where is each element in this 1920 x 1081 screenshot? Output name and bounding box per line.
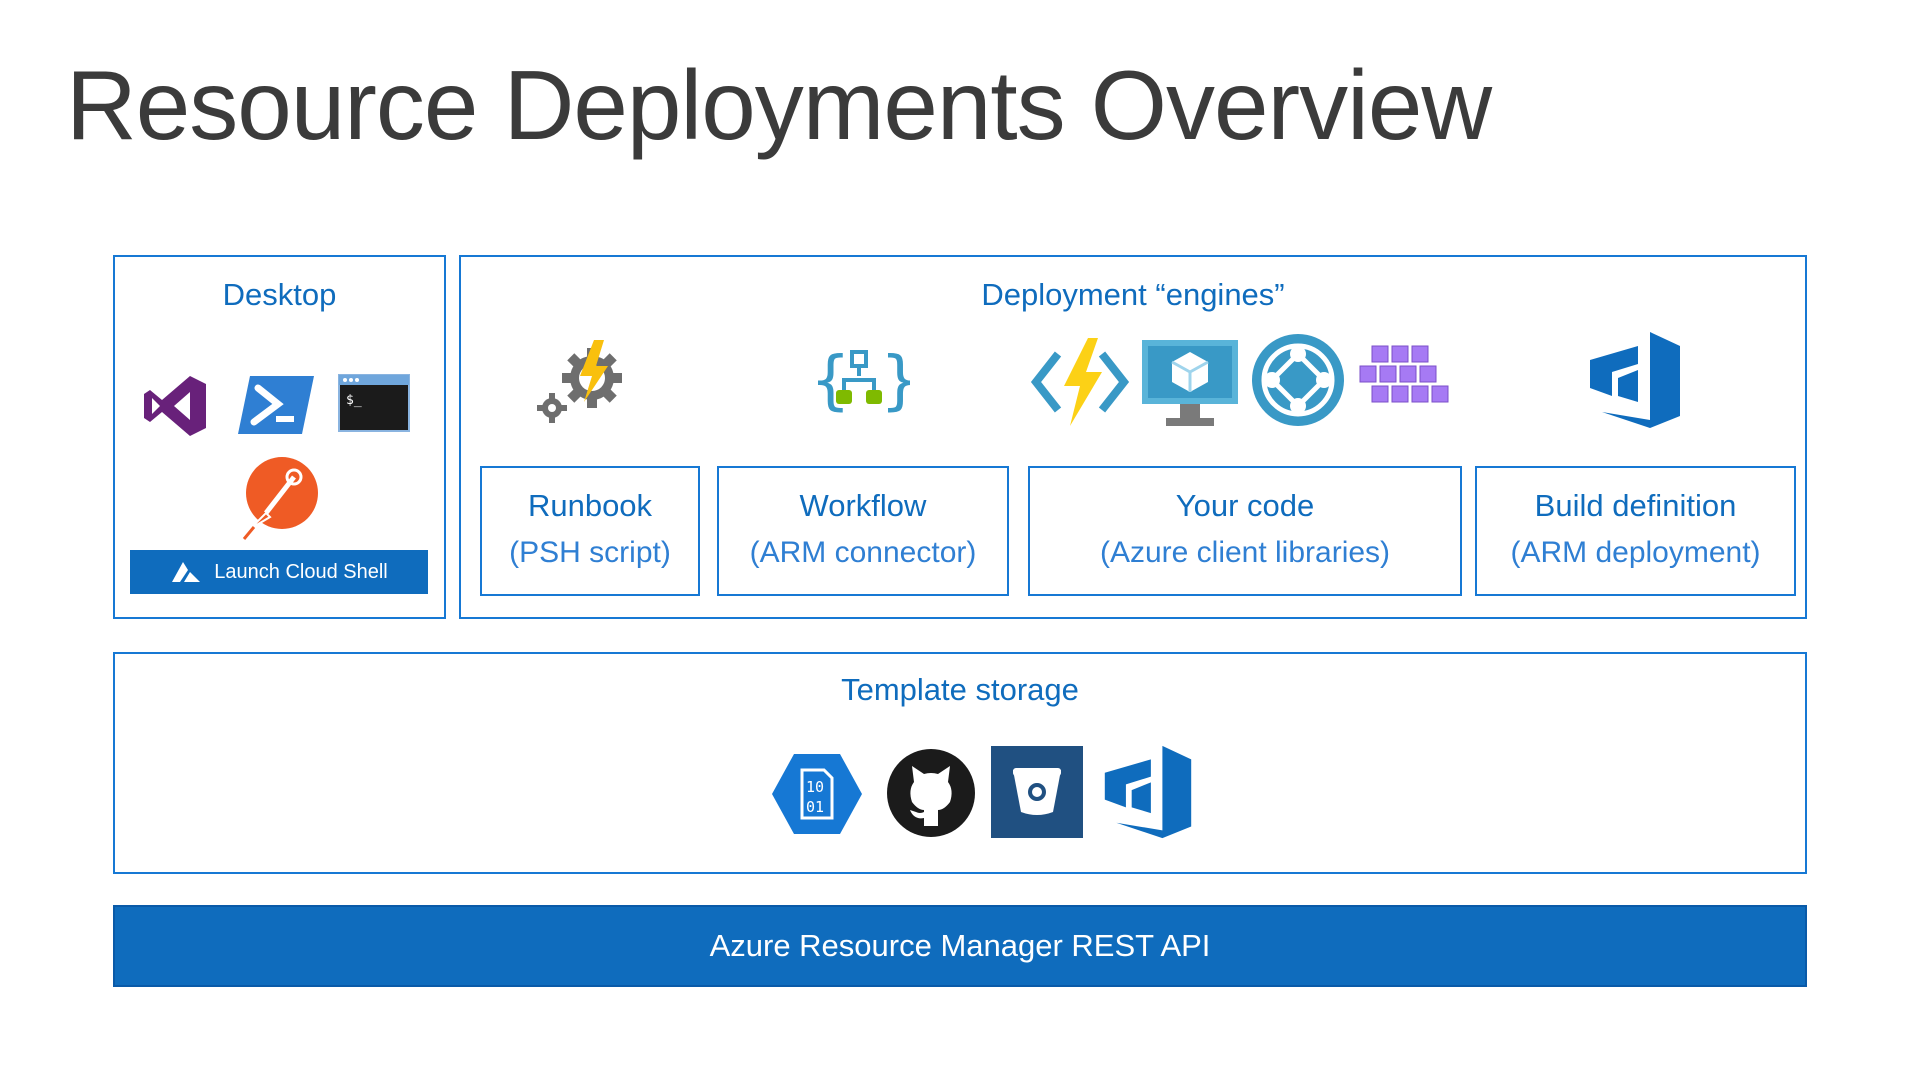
page-title: Resource Deployments Overview	[66, 50, 1492, 160]
engines-heading: Deployment “engines”	[981, 277, 1285, 312]
build-definition-name: Build definition	[1534, 488, 1737, 523]
powershell-icon[interactable]	[236, 374, 316, 436]
github-icon[interactable]	[886, 748, 976, 838]
azure-devops-icon[interactable]	[1588, 330, 1682, 430]
svg-text:10: 10	[806, 778, 824, 796]
your-code-card[interactable]: Your code (Azure client libraries)	[1028, 466, 1462, 596]
deployment-engines-panel: Deployment “engines”	[459, 255, 1807, 619]
runbook-sub: (PSH script)	[509, 536, 671, 569]
runbook-card[interactable]: Runbook (PSH script)	[480, 466, 700, 596]
build-definition-card[interactable]: Build definition (ARM deployment)	[1475, 466, 1796, 596]
workflow-card[interactable]: Workflow (ARM connector)	[717, 466, 1009, 596]
visual-studio-icon[interactable]	[142, 372, 210, 440]
arm-rest-api-bar: Azure Resource Manager REST API	[113, 905, 1807, 987]
desktop-heading: Desktop	[222, 277, 337, 312]
postman-icon[interactable]	[236, 455, 322, 541]
runbook-name: Runbook	[527, 488, 653, 523]
workflow-sub: (ARM connector)	[749, 536, 977, 569]
svg-text:}: }	[880, 344, 910, 418]
bitbucket-icon[interactable]	[991, 746, 1083, 838]
your-code-sub: (Azure client libraries)	[1099, 536, 1391, 569]
azure-functions-icon[interactable]	[1030, 336, 1130, 428]
desktop-panel: Desktop	[113, 255, 446, 619]
svg-text:01: 01	[806, 798, 824, 816]
virtual-machine-icon[interactable]	[1140, 338, 1240, 430]
launch-cloud-shell-button[interactable]: Launch Cloud Shell	[130, 550, 428, 594]
service-fabric-icon[interactable]	[1250, 332, 1346, 428]
azure-devops-icon[interactable]	[1102, 744, 1194, 840]
svg-text:$_: $_	[346, 393, 362, 408]
your-code-name: Your code	[1175, 488, 1315, 523]
terminal-icon[interactable]: $_	[338, 374, 410, 432]
build-definition-sub: (ARM deployment)	[1510, 536, 1761, 569]
azure-logo-icon	[172, 562, 201, 582]
arm-rest-api-label: Azure Resource Manager REST API	[709, 928, 1211, 963]
storage-heading: Template storage	[841, 672, 1079, 707]
logic-apps-icon[interactable]: { }	[810, 340, 910, 422]
launch-cloud-shell-label: Launch Cloud Shell	[214, 560, 388, 583]
kubernetes-icon[interactable]	[1354, 344, 1450, 418]
blob-storage-icon[interactable]: 10 01	[770, 752, 864, 836]
template-storage-panel: Template storage	[113, 652, 1807, 874]
automation-gear-icon[interactable]	[530, 336, 634, 426]
workflow-name: Workflow	[799, 488, 927, 523]
